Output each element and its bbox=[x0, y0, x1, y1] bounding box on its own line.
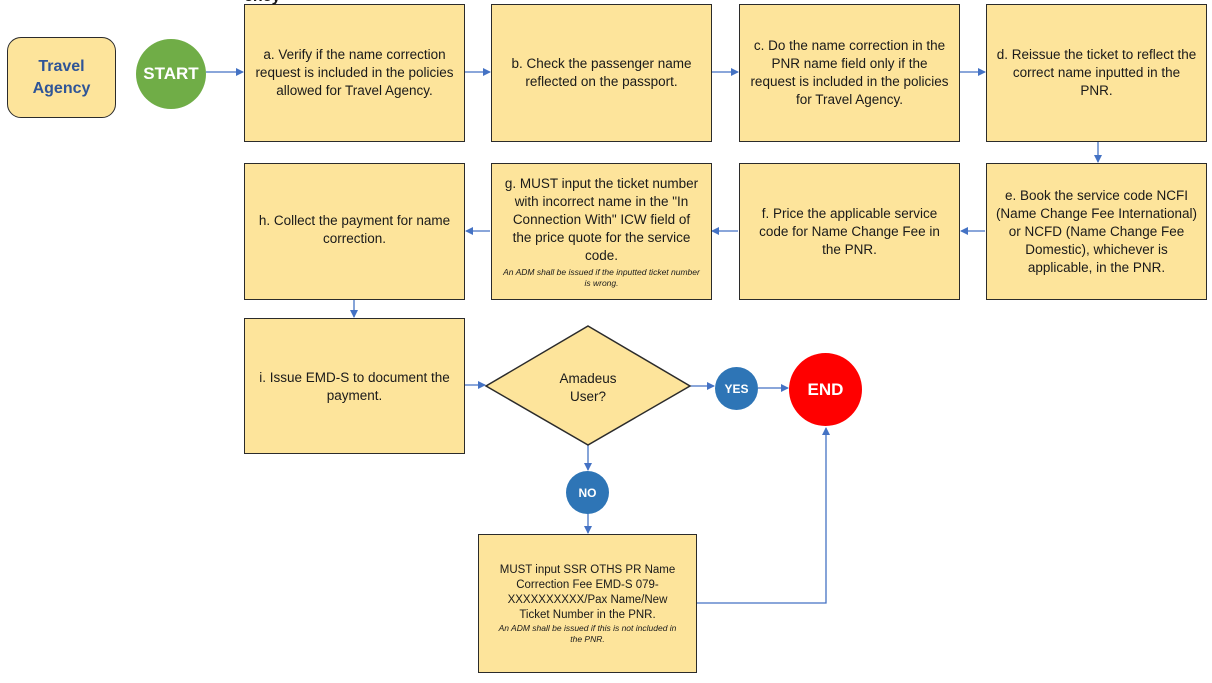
step-g-box: g. MUST input the ticket number with inc… bbox=[491, 163, 712, 300]
ssr-text: MUST input SSR OTHS PR Name Correction F… bbox=[499, 563, 676, 621]
step-b-text: b. Check the passenger name reflected on… bbox=[511, 56, 692, 89]
step-i-box: i. Issue EMD-S to document the payment. bbox=[244, 318, 465, 454]
step-h-text: h. Collect the payment for name correcti… bbox=[258, 213, 451, 246]
decision-diamond bbox=[484, 325, 692, 446]
step-g-text: g. MUST input the ticket number with inc… bbox=[504, 175, 699, 263]
ssr-note: An ADM shall be issued if this is not in… bbox=[498, 622, 677, 644]
cut-off-title: ency bbox=[244, 0, 280, 6]
end-label: END bbox=[807, 379, 844, 399]
step-i-text: i. Issue EMD-S to document the payment. bbox=[259, 370, 450, 403]
actor-travel-agency: Travel Agency bbox=[7, 37, 116, 118]
step-d-box: d. Reissue the ticket to reflect the cor… bbox=[986, 4, 1207, 142]
arrow-ssr-to-end bbox=[697, 427, 830, 604]
no-node: NO bbox=[566, 471, 609, 514]
yes-label: YES bbox=[724, 381, 749, 396]
step-c-box: c. Do the name correction in the PNR nam… bbox=[739, 4, 960, 142]
step-g-note: An ADM shall be issued if the inputted t… bbox=[503, 266, 700, 288]
no-label: NO bbox=[578, 485, 597, 500]
yes-node: YES bbox=[715, 367, 758, 410]
step-h-box: h. Collect the payment for name correcti… bbox=[244, 163, 465, 300]
step-f-box: f. Price the applicable service code for… bbox=[739, 163, 960, 300]
start-label: START bbox=[143, 64, 199, 83]
end-node: END bbox=[789, 353, 862, 426]
step-b-box: b. Check the passenger name reflected on… bbox=[491, 4, 712, 142]
ssr-box: MUST input SSR OTHS PR Name Correction F… bbox=[478, 534, 697, 673]
step-e-text: e. Book the service code NCFI (Name Chan… bbox=[995, 187, 1198, 275]
step-a-text: a. Verify if the name correction request… bbox=[255, 47, 454, 98]
step-e-box: e. Book the service code NCFI (Name Chan… bbox=[986, 163, 1207, 300]
decision-label: Amadeus User? bbox=[559, 371, 617, 404]
actor-label: Travel Agency bbox=[32, 57, 91, 97]
step-a-box: a. Verify if the name correction request… bbox=[244, 4, 465, 142]
step-f-text: f. Price the applicable service code for… bbox=[759, 205, 940, 257]
step-c-text: c. Do the name correction in the PNR nam… bbox=[750, 38, 949, 107]
start-node: START bbox=[136, 39, 206, 109]
step-d-text: d. Reissue the ticket to reflect the cor… bbox=[996, 47, 1197, 98]
